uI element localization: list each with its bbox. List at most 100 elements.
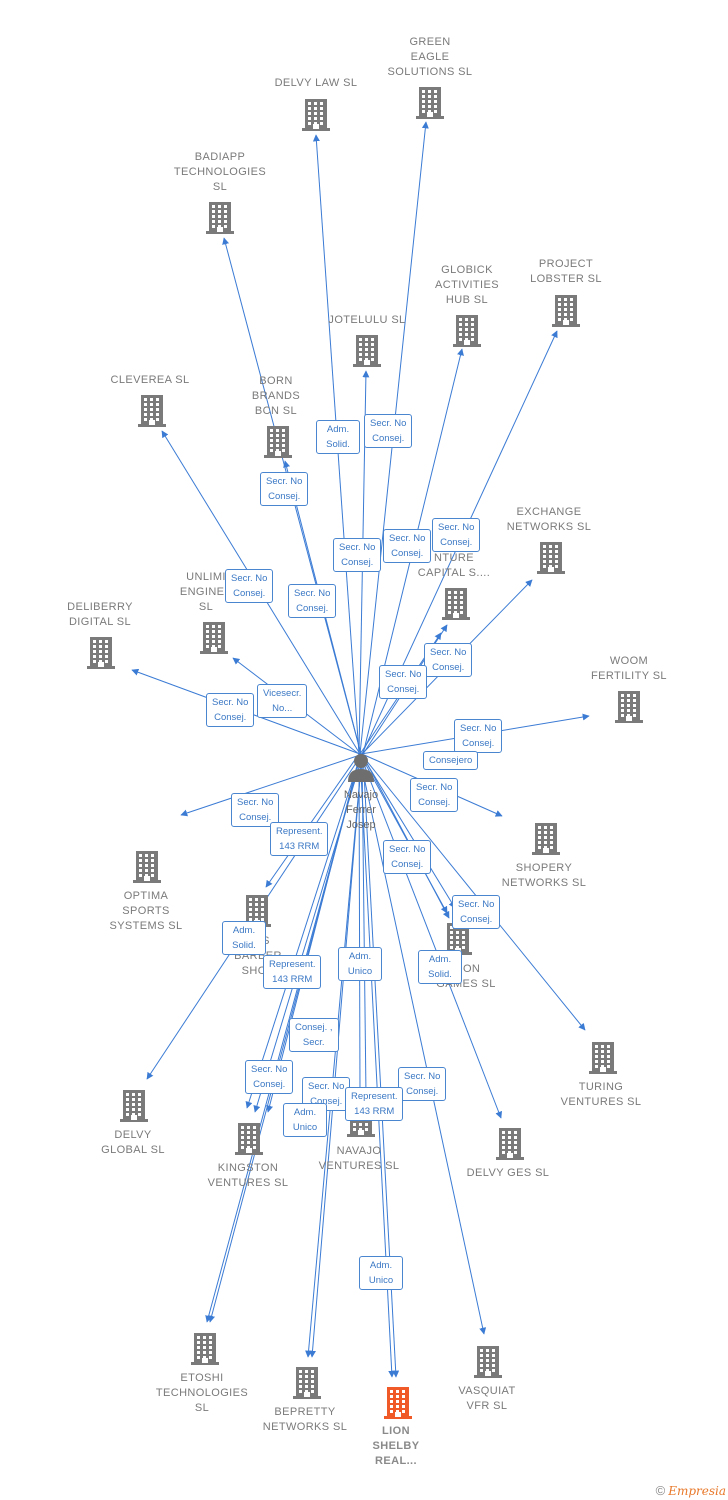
role-label-e-delvy-global[interactable]: Adm. Solid. xyxy=(222,921,266,955)
company-label: GLOBICK ACTIVITIES HUB SL xyxy=(435,264,499,306)
role-label-e-bepretty-rep[interactable]: Represent. 143 RRM xyxy=(345,1087,404,1121)
building-icon[interactable] xyxy=(120,1088,148,1127)
company-node-etoshi[interactable]: ETOSHI TECHNOLOGIES SL xyxy=(137,1371,267,1416)
company-node-delvy-law[interactable]: DELVY LAW SL xyxy=(251,76,381,91)
building-icon[interactable] xyxy=(615,689,643,728)
building-icon[interactable] xyxy=(191,1331,219,1370)
edge-optima xyxy=(180,753,364,817)
company-node-lion-shelby[interactable]: LION SHELBY REAL... xyxy=(331,1424,461,1469)
company-node-cleverea[interactable]: CLEVEREA SL xyxy=(85,373,215,388)
company-node-green-eagle[interactable]: GREEN EAGLE SOLUTIONS SL xyxy=(365,35,495,80)
company-node-bepretty[interactable]: BEPRETTY NETWORKS SL xyxy=(240,1405,370,1435)
company-node-kingston[interactable]: KINGSTON VENTURES SL xyxy=(183,1161,313,1191)
building-icon[interactable] xyxy=(537,540,565,579)
footer-credit[interactable]: ©Empresia xyxy=(656,1483,726,1498)
company-node-delvy-global[interactable]: DELVY GLOBAL SL xyxy=(68,1128,198,1158)
company-node-delvy-ges[interactable]: DELVY GES SL xyxy=(443,1166,573,1181)
building-icon[interactable] xyxy=(302,97,330,136)
building-icon[interactable] xyxy=(384,1385,412,1424)
role-label-e-optima[interactable]: Secr. No Consej. xyxy=(231,793,280,827)
company-node-globick[interactable]: GLOBICK ACTIVITIES HUB SL xyxy=(402,263,532,308)
role-label-e-pion-2[interactable]: Secr. No Consej. xyxy=(383,840,432,874)
role-label-e-venture-2[interactable]: Secr. No Consej. xyxy=(379,665,428,699)
building-icon[interactable] xyxy=(87,635,115,674)
building-icon[interactable] xyxy=(453,313,481,352)
building-icon[interactable] xyxy=(133,849,161,888)
role-label-e-deliberry[interactable]: Secr. No Consej. xyxy=(206,693,255,727)
edge-navajo-ventures xyxy=(356,753,364,1097)
role-label-e-kingston-rep[interactable]: Represent. 143 RRM xyxy=(263,955,322,989)
company-label: OPTIMA SPORTS SYSTEMS SL xyxy=(109,890,183,932)
building-icon[interactable] xyxy=(416,85,444,124)
role-label-e-delvy-law[interactable]: Adm. Solid. xyxy=(316,420,360,454)
building-icon[interactable] xyxy=(474,1344,502,1383)
role-label-e-jotelulu[interactable]: Secr. No Consej. xyxy=(333,538,382,572)
building-icon[interactable] xyxy=(353,333,381,372)
role-label-e-pion-1[interactable]: Consejero xyxy=(423,751,479,770)
company-node-born-brands[interactable]: BORN BRANDS BCN SL xyxy=(211,374,341,419)
building-icon[interactable] xyxy=(552,293,580,332)
company-node-woom[interactable]: WOOM FERTILITY SL xyxy=(564,654,694,684)
edge-etoshi-7 xyxy=(208,753,362,1323)
company-node-vasquiat[interactable]: VASQUIAT VFR SL xyxy=(422,1384,552,1414)
building-icon[interactable] xyxy=(442,586,470,625)
company-label: BEPRETTY NETWORKS SL xyxy=(262,1406,348,1433)
company-label: TURING VENTURES SL xyxy=(560,1081,642,1108)
company-node-shopery[interactable]: SHOPERY NETWORKS SL xyxy=(479,861,609,891)
role-label-e-delvy-global-rep[interactable]: Represent. 143 RRM xyxy=(270,822,329,856)
company-label: DELVY GES SL xyxy=(466,1167,550,1179)
building-icon[interactable] xyxy=(138,393,166,432)
role-label-e-green-eagle[interactable]: Secr. No Consej. xyxy=(364,414,413,448)
company-label: PROJECT LOBSTER SL xyxy=(530,258,602,285)
role-label-e-lion-adm[interactable]: Adm. Unico xyxy=(359,1256,403,1290)
building-icon[interactable] xyxy=(206,200,234,239)
company-label: NAVAJO VENTURES SL xyxy=(318,1145,400,1172)
company-node-project-lobster[interactable]: PROJECT LOBSTER SL xyxy=(501,257,631,287)
edge-turing xyxy=(360,753,586,1031)
company-node-deliberry[interactable]: DELIBERRY DIGITAL SL xyxy=(35,600,165,630)
company-label: GREEN EAGLE SOLUTIONS SL xyxy=(387,36,473,78)
company-node-jotelulu[interactable]: JOTELULU SL xyxy=(302,313,432,328)
role-label-e-delvy-ges[interactable]: Secr. No Consej. xyxy=(398,1067,447,1101)
role-label-e-etoshi-adm[interactable]: Adm. Unico xyxy=(283,1103,327,1137)
edge-bepretty xyxy=(305,753,363,1358)
company-label: EXCHANGE NETWORKS SL xyxy=(506,506,592,533)
building-icon[interactable] xyxy=(496,1126,524,1165)
role-label-e-project-lobster[interactable]: Secr. No Consej. xyxy=(432,518,481,552)
company-node-navajo-ventures[interactable]: NAVAJO VENTURES SL xyxy=(294,1144,424,1174)
person-icon[interactable] xyxy=(346,752,376,787)
role-label-e-kingston-cs[interactable]: Consej. , Secr. xyxy=(289,1018,339,1052)
company-label: BORN BRANDS BCN SL xyxy=(251,375,301,417)
role-label-e-venture-1[interactable]: Secr. No Consej. xyxy=(424,643,473,677)
company-label: DELVY GLOBAL SL xyxy=(101,1129,165,1156)
role-label-e-cleverea[interactable]: Secr. No Consej. xyxy=(225,569,274,603)
edge-vasquiat xyxy=(358,753,487,1335)
building-icon[interactable] xyxy=(589,1040,617,1079)
building-icon[interactable] xyxy=(235,1121,263,1160)
company-node-badiapp[interactable]: BADIAPP TECHNOLOGIES SL xyxy=(155,150,285,195)
role-label-e-navajo-adm[interactable]: Adm. Unico xyxy=(338,947,382,981)
company-node-optima[interactable]: OPTIMA SPORTS SYSTEMS SL xyxy=(81,889,211,934)
role-label-e-globick[interactable]: Secr. No Consej. xyxy=(383,529,432,563)
company-node-venture-capital[interactable]: NTURE CAPITAL S.... xyxy=(389,551,519,581)
role-label-e-turing[interactable]: Secr. No Consej. xyxy=(452,895,501,929)
role-label-e-pion-adm[interactable]: Adm. Solid. xyxy=(418,950,462,984)
company-label: DELIBERRY DIGITAL SL xyxy=(67,601,133,628)
company-label: WOOM FERTILITY SL xyxy=(591,655,667,682)
company-node-exchange-networks[interactable]: EXCHANGE NETWORKS SL xyxy=(484,505,614,535)
role-label-e-shopery[interactable]: Secr. No Consej. xyxy=(410,778,459,812)
building-icon[interactable] xyxy=(532,821,560,860)
role-label-e-born-brands[interactable]: Secr. No Consej. xyxy=(288,584,337,618)
company-node-unlimited-engineering[interactable]: UNLIMI ENGINEE SL xyxy=(141,570,271,615)
role-label-e-woom[interactable]: Secr. No Consej. xyxy=(454,719,503,753)
company-label: ETOSHI TECHNOLOGIES SL xyxy=(155,1372,249,1414)
building-icon[interactable] xyxy=(293,1365,321,1404)
copyright-symbol: © xyxy=(655,1483,666,1498)
building-icon[interactable] xyxy=(200,620,228,659)
building-icon[interactable] xyxy=(264,424,292,463)
company-node-turing[interactable]: TURING VENTURES SL xyxy=(536,1080,666,1110)
role-label-e-unlimited[interactable]: Vicesecr. No... xyxy=(257,684,308,718)
role-label-e-badiapp[interactable]: Secr. No Consej. xyxy=(260,472,309,506)
role-label-e-kingston-sec[interactable]: Secr. No Consej. xyxy=(245,1060,294,1094)
edge-pion-games-2 xyxy=(361,753,450,919)
